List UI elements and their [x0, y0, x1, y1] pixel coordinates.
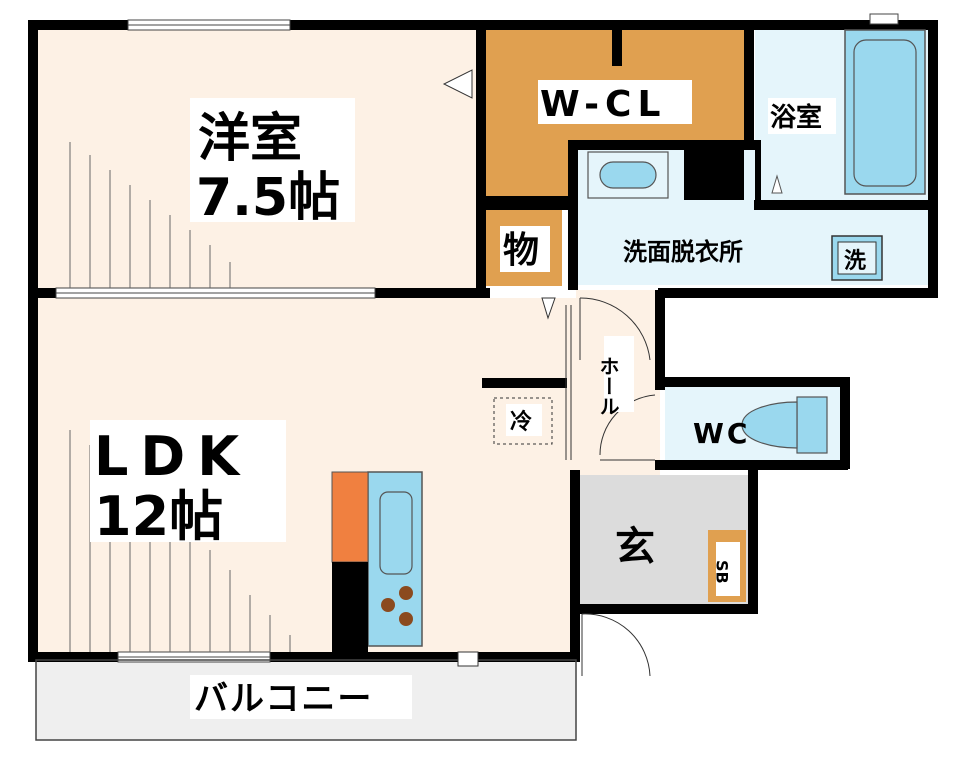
bath-label-bg: [768, 98, 836, 134]
washer-mark: 洗: [844, 249, 866, 274]
stove-burners: [381, 586, 413, 626]
balcony-name: バルコニー: [194, 679, 373, 719]
balcony-label-bg: [190, 675, 412, 719]
shoebox-name: SB: [713, 560, 732, 584]
kitchen-wall: [332, 562, 368, 654]
entrance-name: 玄: [615, 524, 655, 570]
wash-basin-bowl: [599, 161, 657, 189]
toilet-bowl: [741, 401, 798, 449]
wcl-label-bg: [538, 80, 692, 124]
hall-name: ホール: [596, 356, 620, 416]
ldk-size: 12帖: [94, 485, 223, 548]
storage-name: 物: [503, 230, 539, 271]
toilet-tank: [796, 396, 828, 454]
western-label-bg: [190, 98, 355, 222]
washer-inner: [837, 241, 877, 275]
bathtub-basin: [853, 39, 917, 187]
washroom-name: 洗面脱衣所: [623, 238, 743, 266]
western-room-name: 洋室: [198, 109, 302, 169]
bath-name: 浴室: [770, 102, 822, 133]
wc-name: WC: [693, 417, 750, 450]
western-room-size: 7.5帖: [196, 168, 340, 228]
windows: [55, 13, 899, 663]
kitchen-sink: [379, 491, 413, 575]
ldk-label-bg: [90, 420, 286, 542]
fridge-label-bg: [506, 404, 542, 436]
ldk-name: LDK: [94, 425, 251, 488]
fridge-space: [493, 397, 553, 445]
kitchen-stove-panel: [331, 471, 369, 563]
doors: [442, 69, 656, 677]
shoebox-label-bg: [716, 542, 740, 596]
fridge-name: 冷: [510, 409, 532, 435]
storage-label-bg: [500, 226, 550, 272]
bath-door-mark: [771, 174, 783, 194]
walls: [28, 20, 938, 662]
hall-label-bg: [604, 336, 634, 412]
wcl-name: W-CL: [540, 84, 666, 125]
balcony-border: [35, 659, 577, 741]
